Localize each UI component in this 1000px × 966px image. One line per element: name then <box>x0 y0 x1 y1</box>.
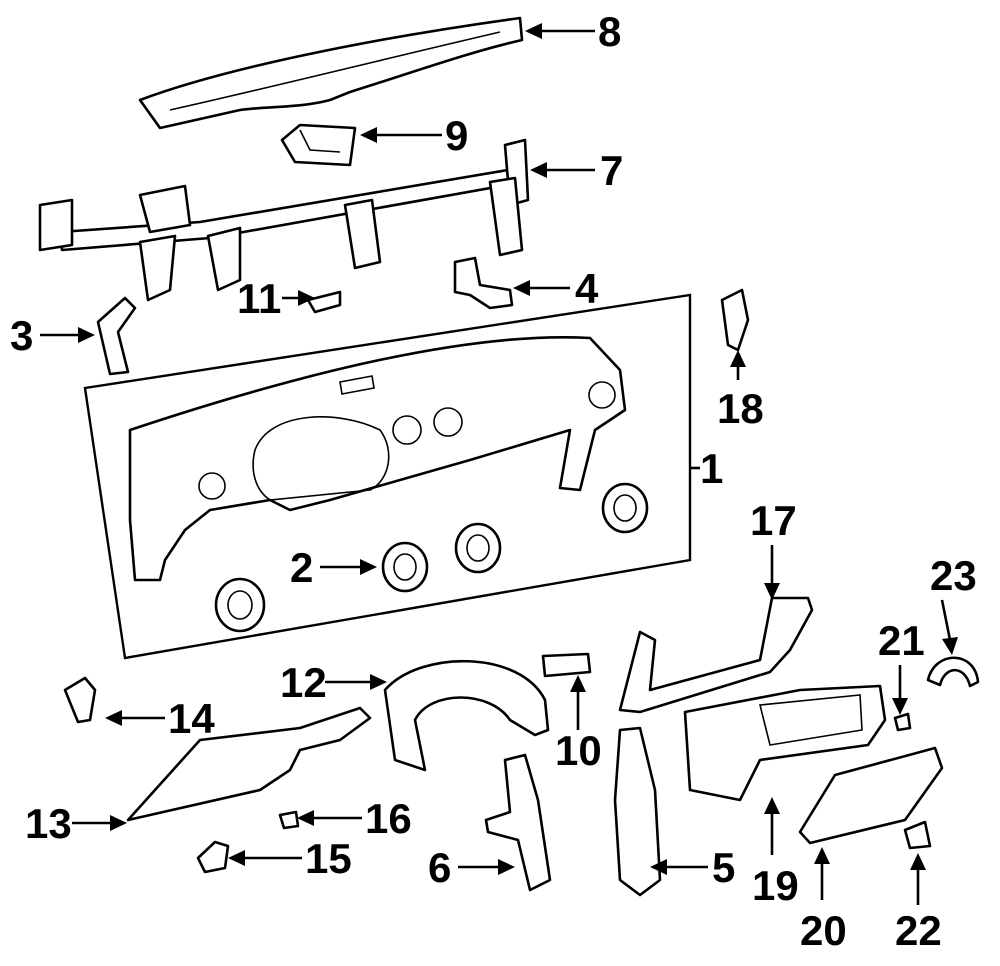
callout-11: 11 <box>237 275 281 322</box>
part-6-bracket <box>484 753 552 892</box>
callout-19: 19 <box>752 862 799 909</box>
callout-2: 2 <box>290 544 313 591</box>
part-14-part <box>63 676 97 724</box>
callout-7: 7 <box>600 147 623 194</box>
part-reinforcement-beam <box>38 138 530 302</box>
part-vents <box>214 482 649 633</box>
callout-16: 16 <box>365 795 412 842</box>
part-defroster-duct <box>138 16 524 130</box>
callout-9: 9 <box>445 112 468 159</box>
callout-10: 10 <box>555 727 602 774</box>
callout-labels: 1 2 3 4 5 6 7 8 9 10 11 12 13 14 15 16 1… <box>10 8 977 954</box>
callout-18: 18 <box>717 385 764 432</box>
callout-12: 12 <box>280 659 327 706</box>
callout-21: 21 <box>878 617 925 664</box>
callout-22: 22 <box>895 907 942 954</box>
part-5-bracket <box>613 726 662 897</box>
instrument-panel-frame <box>83 293 692 660</box>
part-20-glove-box-door <box>798 746 944 845</box>
part-instrument-panel <box>128 336 627 582</box>
part-center-duct <box>280 123 357 167</box>
part-19-glove-box <box>683 684 887 802</box>
callout-13: 13 <box>25 800 72 847</box>
part-4-bracket <box>453 256 514 310</box>
callout-4: 4 <box>575 265 599 312</box>
leader-lines <box>40 23 958 905</box>
part-15-part <box>196 840 230 874</box>
part-12-cluster-panel <box>383 659 550 772</box>
callout-3: 3 <box>10 312 33 359</box>
callout-14: 14 <box>168 695 215 742</box>
callout-8: 8 <box>598 8 621 55</box>
callout-5: 5 <box>712 844 735 891</box>
part-16-clip <box>278 810 300 830</box>
part-11-clip <box>306 290 342 314</box>
part-17-lower-panel <box>618 596 814 714</box>
callout-6: 6 <box>428 844 451 891</box>
part-22-part <box>903 820 932 850</box>
part-10-switch <box>541 652 592 678</box>
callout-23: 23 <box>930 552 977 599</box>
part-3-bracket <box>96 296 137 376</box>
callout-20: 20 <box>800 907 847 954</box>
part-23-part <box>926 656 980 688</box>
callout-17: 17 <box>750 497 797 544</box>
callout-15: 15 <box>305 835 352 882</box>
part-21-clip <box>893 712 912 732</box>
part-18-bracket <box>720 288 750 352</box>
callout-1: 1 <box>700 445 723 492</box>
part-13-lower-cover <box>126 706 372 822</box>
